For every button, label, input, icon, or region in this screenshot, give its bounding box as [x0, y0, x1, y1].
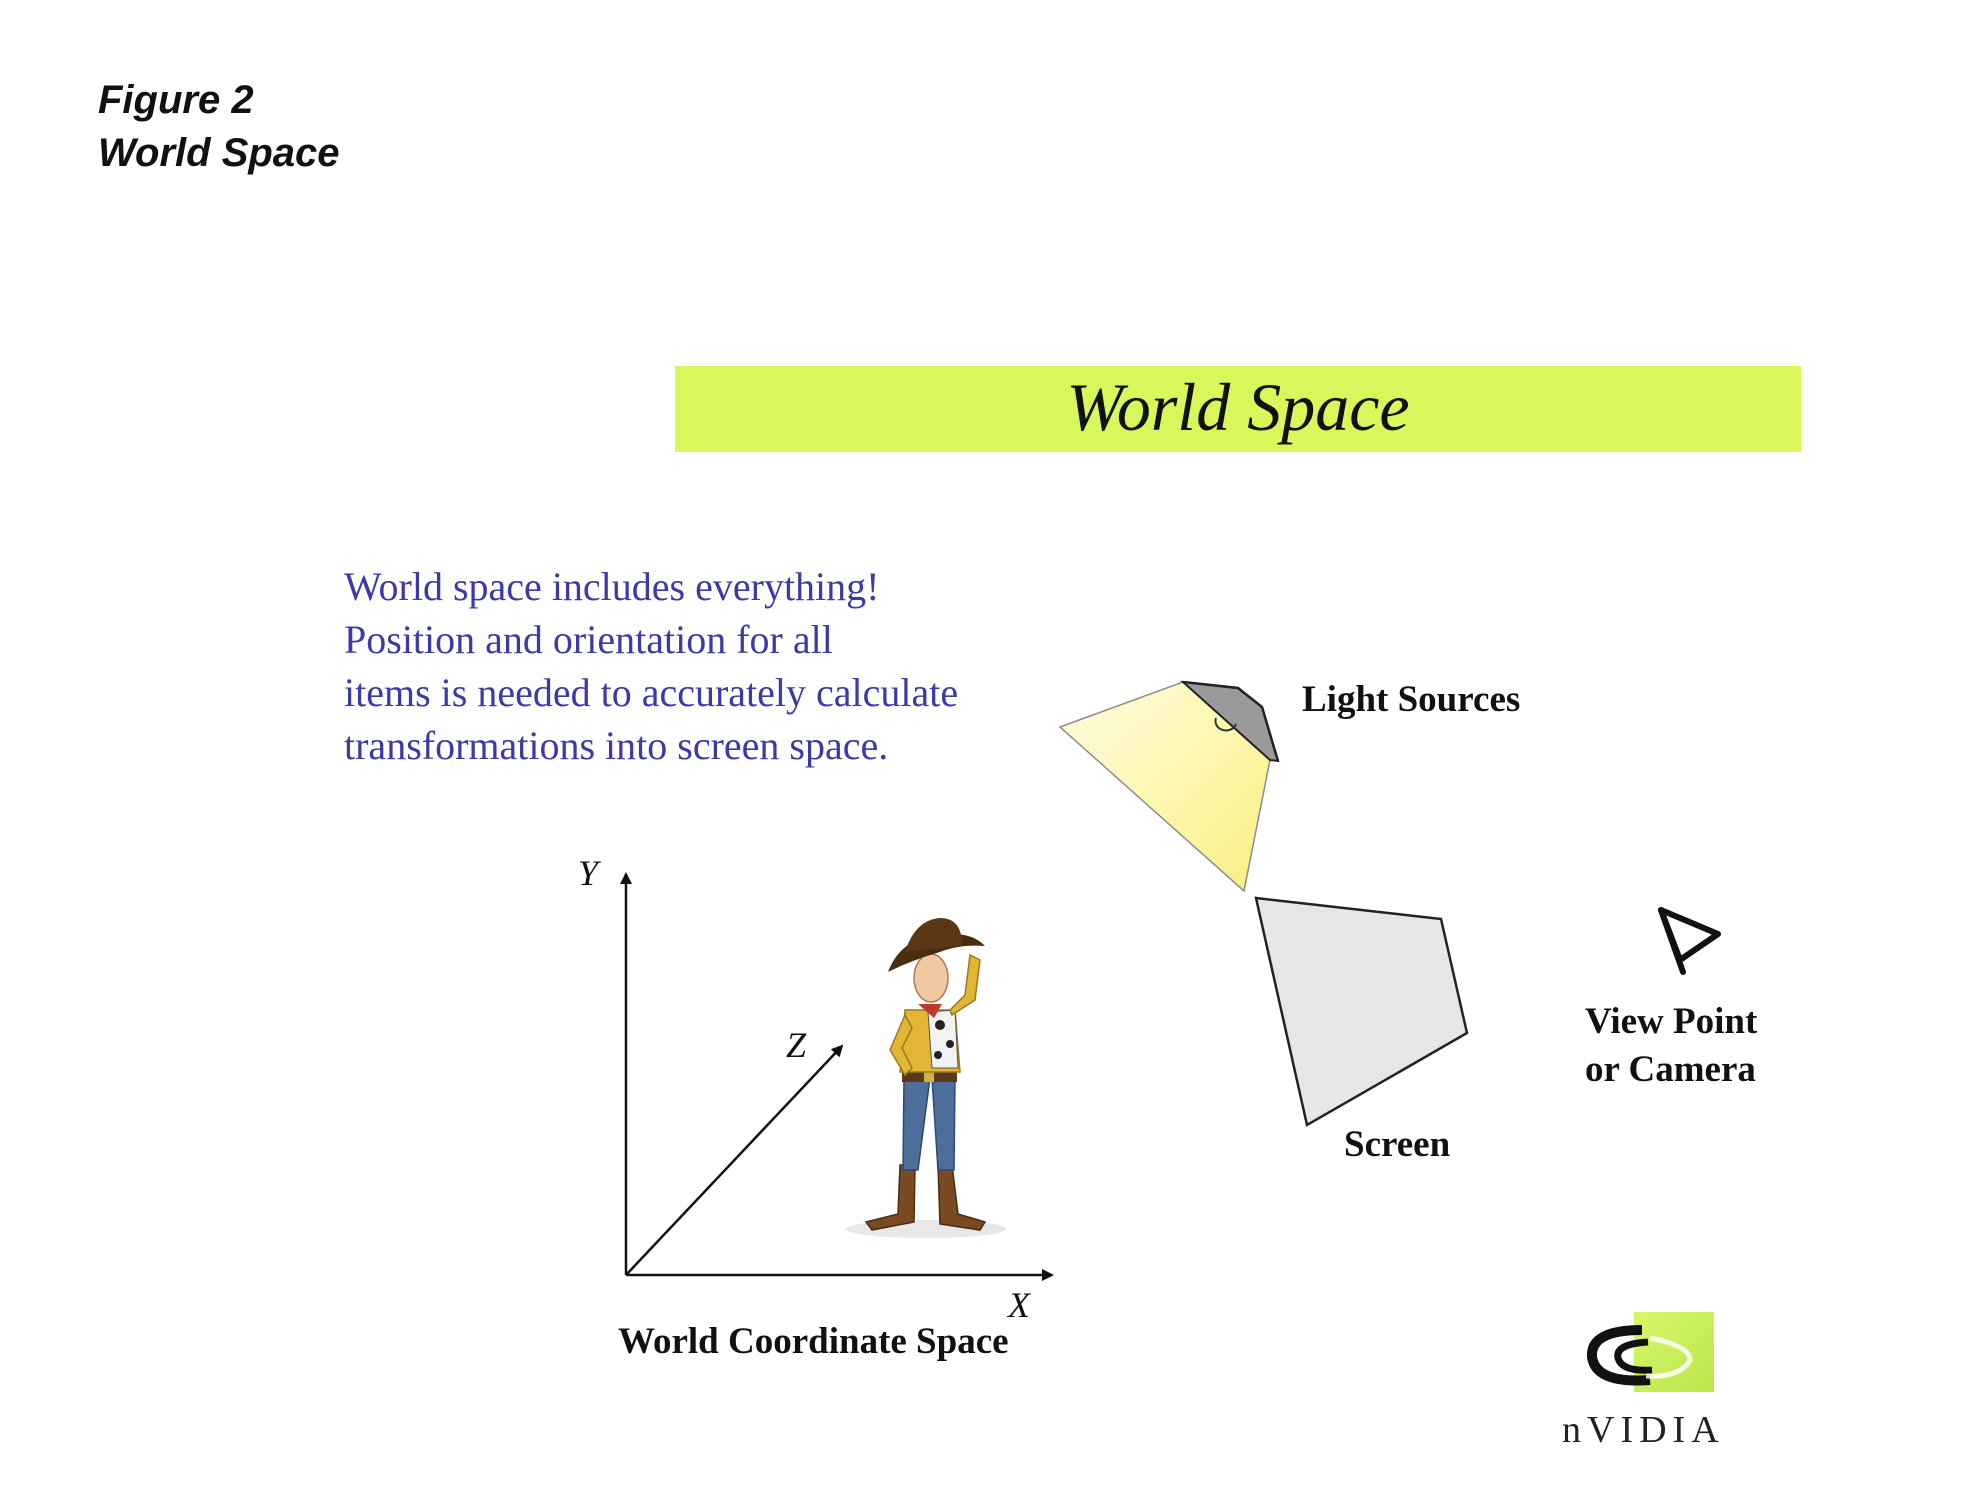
x-axis-label: X	[1008, 1285, 1030, 1325]
z-axis-line	[625, 1044, 844, 1276]
y-axis-label: Y	[578, 853, 599, 893]
figure-title: World Space	[98, 131, 340, 175]
title-banner: World Space	[675, 366, 1801, 452]
screen-label: Screen	[1344, 1124, 1451, 1165]
viewpoint-label: View Point or Camera	[1585, 998, 1757, 1094]
description-line-4: transformations into screen space.	[344, 723, 889, 768]
light-sources-label: Light Sources	[1302, 679, 1521, 720]
figure-number: Figure 2	[98, 78, 254, 122]
z-axis-label: Z	[786, 1025, 807, 1065]
banner-title: World Space	[1066, 369, 1410, 445]
camera-icon	[1658, 907, 1721, 975]
figure-caption: Figure 2 World Space	[98, 74, 340, 180]
description-text: World space includes everything! Positio…	[344, 560, 958, 772]
viewpoint-label-line-1: View Point	[1585, 1001, 1758, 1042]
screen-shape	[1254, 896, 1469, 1127]
description-line-3: items is needed to accurately calculate	[344, 670, 959, 715]
light-source-icon	[1058, 680, 1280, 893]
world-coordinate-space-label: World Coordinate Space	[618, 1321, 1009, 1362]
description-line-1: World space includes everything!	[344, 564, 880, 609]
cowboy-figure	[846, 918, 1006, 1238]
nvidia-wordmark: nVIDIA	[1562, 1409, 1725, 1451]
description-line-2: Position and orientation for all	[344, 617, 833, 662]
viewpoint-label-line-2: or Camera	[1585, 1049, 1756, 1090]
world-axes	[620, 872, 1054, 1281]
nvidia-logo-icon	[1587, 1312, 1714, 1392]
